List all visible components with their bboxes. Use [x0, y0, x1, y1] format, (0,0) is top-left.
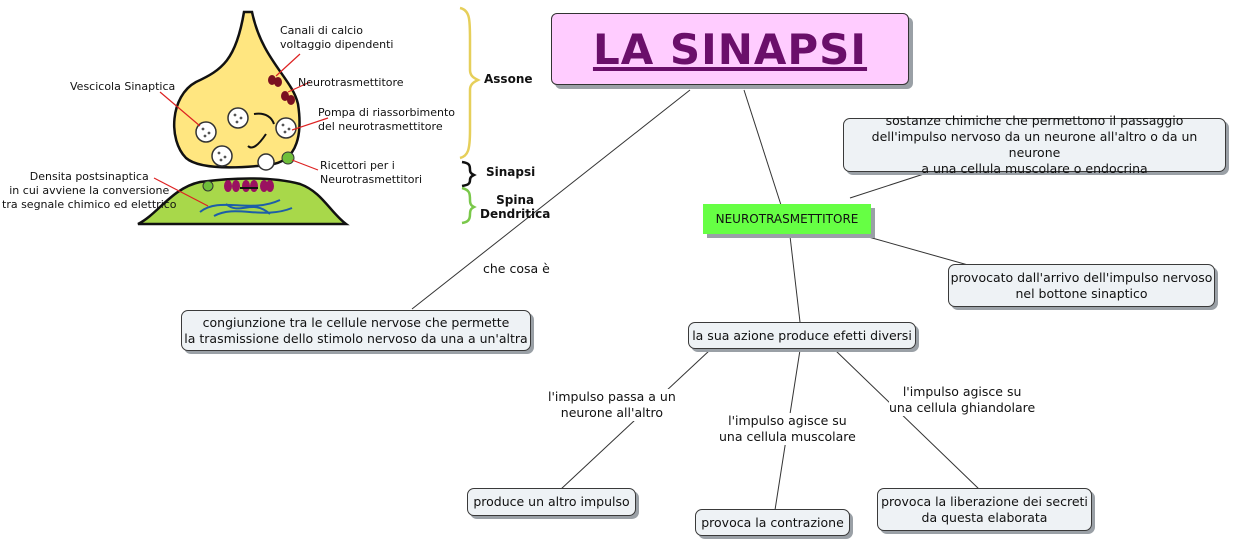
label-ricettori: Ricettori per i Neurotrasmettitori [320, 159, 423, 186]
page-title: LA SINAPSI [592, 24, 868, 74]
link-neuro-definizione [849, 171, 931, 199]
label-neurotrasmettitore: Neurotrasmettitore [298, 76, 404, 89]
node-secreti[interactable]: provoca la liberazione dei secreti da qu… [877, 488, 1092, 531]
link-label-ghiandolare: l'impulso agisce su una cellula ghiandol… [889, 384, 1036, 416]
node-altro-impulso-label: produce un altro impulso [473, 494, 630, 509]
link-title-congiunzione [411, 89, 691, 310]
node-azione[interactable]: la sua azione produce efetti diversi [688, 322, 916, 349]
node-contrazione-label: provoca la contrazione [701, 514, 844, 530]
node-provocato-label: provocato dall'arrivo dell'impulso nervo… [950, 269, 1213, 301]
node-neurotrasmettitore[interactable]: NEUROTRASMETTITORE [703, 204, 871, 234]
node-azione-label: la sua azione produce efetti diversi [692, 327, 912, 343]
node-definizione-label: sostanze chimiche che permettono il pass… [871, 113, 1198, 176]
link-neuro-azione [789, 235, 801, 323]
assone-brace [459, 6, 481, 160]
node-definizione[interactable]: sostanze chimiche che permettono il pass… [843, 113, 1226, 176]
label-pompa: Pompa di riassorbimento del neurotrasmet… [318, 106, 456, 133]
label-spina: Spina Dendritica [480, 193, 551, 221]
node-contrazione[interactable]: provoca la contrazione [695, 509, 850, 536]
node-altro-impulso[interactable]: produce un altro impulso [467, 488, 636, 516]
link-label-che-cosa: che cosa è [483, 261, 550, 277]
dendritic-spine-shape [137, 177, 350, 226]
link-azione-secreti [834, 349, 981, 491]
node-secreti-label: provoca la liberazione dei secreti da qu… [881, 493, 1088, 525]
node-provocato[interactable]: provocato dall'arrivo dell'impulso nervo… [948, 264, 1215, 307]
label-assone: Assone [484, 72, 533, 86]
title-node[interactable]: LA SINAPSI [551, 13, 909, 85]
label-sinapsi: Sinapsi [486, 165, 536, 179]
label-densita: Densita postsinaptica in cui avviene la … [2, 170, 177, 211]
sinapsi-brace [461, 160, 477, 188]
node-neurotrasmettitore-label: NEUROTRASMETTITORE [715, 212, 859, 226]
spina-brace [461, 186, 477, 225]
node-congiunzione-label: congiunzione tra le cellule nervose che … [184, 314, 528, 346]
link-title-neuro [743, 89, 782, 206]
label-vescicola: Vescicola Sinaptica [70, 80, 176, 93]
node-congiunzione[interactable]: congiunzione tra le cellule nervose che … [181, 310, 531, 351]
synapse-illustration [137, 6, 481, 226]
link-label-passa: l'impulso passa a un neurone all'altro [548, 389, 676, 421]
label-canali: Canali di calcio voltaggio dipendenti [280, 24, 394, 51]
link-label-muscolare: l'impulso agisce su una cellula muscolar… [719, 413, 856, 445]
link-neuro-provocato [864, 235, 969, 266]
